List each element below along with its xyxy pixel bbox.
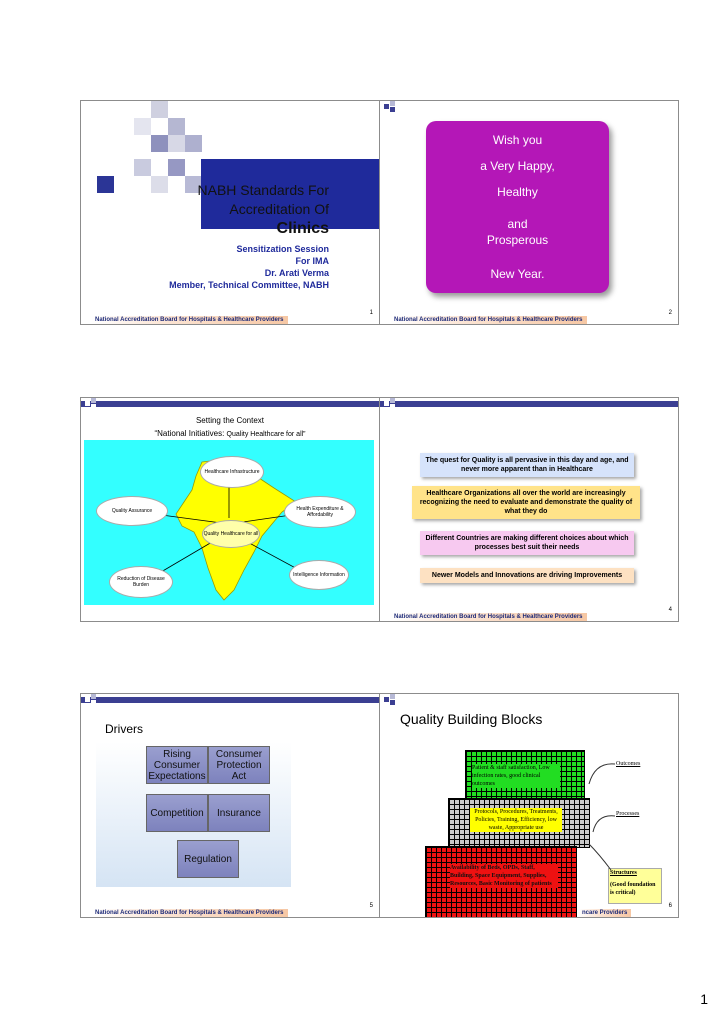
context-subtitle: “National Initiatives: Quality Healthcar…	[81, 429, 379, 438]
quality-statement-1: The quest for Quality is all pervasive i…	[420, 453, 634, 477]
structures-note-box	[608, 868, 662, 904]
title-band	[201, 159, 379, 229]
slide-footer-partial: ncare Providers	[578, 909, 632, 917]
slide-footer: National Accreditation Board for Hospita…	[390, 316, 587, 324]
slide-subtitle: Sensitization Session For IMA Dr. Arati …	[169, 243, 329, 291]
subtitle-line-4: Member, Technical Committee, NABH	[169, 280, 329, 290]
oval-intelligence-information: Intelligence Information	[289, 560, 349, 590]
slide-number: 1	[369, 310, 373, 316]
label-outcomes: Outcomes	[616, 761, 641, 767]
driver-consumer-protection: Consumer Protection Act	[208, 746, 270, 784]
label-structures: Structures	[610, 870, 637, 876]
drivers-panel: Rising Consumer Expectations Consumer Pr…	[96, 742, 291, 887]
slide-5: Drivers Rising Consumer Expectations Con…	[80, 693, 380, 918]
building-blocks-title: Quality Building Blocks	[400, 711, 543, 727]
greeting-line-6: New Year.	[490, 267, 545, 281]
slide-footer: National Accreditation Board for Hospita…	[91, 316, 288, 324]
greeting-line-2: a Very Happy,	[480, 159, 555, 173]
driver-competition: Competition	[146, 794, 208, 832]
driver-insurance: Insurance	[208, 794, 270, 832]
corner-squares-icon	[384, 694, 395, 705]
corner-squares-icon	[85, 694, 96, 705]
slide-number: 5	[369, 903, 373, 909]
slide-number: 2	[668, 310, 672, 316]
slide-footer: National Accreditation Board for Hospita…	[91, 909, 288, 917]
subtitle-line-3: Dr. Arati Verma	[264, 268, 329, 278]
title-line-1: NABH Standards For	[197, 182, 330, 198]
quality-statement-4: Newer Models and Innovations are driving…	[420, 568, 634, 583]
oval-healthcare-infrastructure: Healthcare Infrastructure	[200, 456, 264, 488]
slide-6: Quality Building Blocks Patient & staff …	[379, 693, 679, 918]
context-title: Setting the Context	[195, 416, 265, 425]
oval-health-expenditure: Health Expenditure & Affordability	[284, 496, 356, 528]
slide-1: NABH Standards For Accreditation Of Clin…	[80, 100, 380, 325]
greeting-card: Wish you a Very Happy, Healthy and Prosp…	[426, 121, 609, 293]
greeting-line-3: Healthy	[497, 185, 538, 199]
slide-4: The quest for Quality is all pervasive i…	[379, 397, 679, 622]
title-line-2: Accreditation Of	[229, 201, 329, 217]
oval-quality-assurance: Quality Assurance	[96, 496, 168, 526]
driver-rising-expectations: Rising Consumer Expectations	[146, 746, 208, 784]
greeting-line-5: Prosperous	[486, 233, 549, 247]
decorative-squares	[97, 101, 202, 193]
oval-center-quality-healthcare: Quality Healthcare for all	[202, 520, 260, 548]
label-processes: Processes	[616, 811, 640, 817]
corner-squares-icon	[384, 398, 395, 409]
greeting-line-4: and	[507, 217, 528, 231]
slide-2: Wish you a Very Happy, Healthy and Prosp…	[379, 100, 679, 325]
corner-squares-icon	[384, 101, 395, 112]
slide-top-bar	[81, 398, 379, 410]
slide-top-bar	[81, 694, 379, 706]
oval-reduction-disease-burden: Reduction of Disease Burden	[109, 566, 173, 598]
subtitle-main: “National Initiatives:	[154, 429, 225, 438]
slide-top-bar	[380, 101, 678, 113]
corner-squares-icon	[85, 398, 96, 409]
structures-note: (Good foundation is critical)	[610, 882, 656, 896]
driver-regulation: Regulation	[177, 840, 239, 878]
drivers-title: Drivers	[105, 722, 143, 736]
slide-top-bar	[380, 694, 678, 706]
subtitle-small: Quality Healthcare for all”	[226, 431, 306, 438]
initiatives-diagram: Healthcare Infrastructure Health Expendi…	[84, 440, 374, 605]
connector-arrows	[588, 763, 616, 871]
slide-3: Setting the Context “National Initiative…	[80, 397, 380, 622]
processes-text: Protocols, Procedures, Treatments, Polic…	[470, 808, 562, 832]
slide-top-bar	[380, 398, 678, 410]
page-number: 1	[700, 991, 708, 1007]
slide-number: 6	[668, 903, 672, 909]
title-line-3: Clinics	[276, 220, 329, 237]
slide-footer: National Accreditation Board for Hospita…	[390, 613, 587, 621]
quality-statement-3: Different Countries are making different…	[420, 531, 634, 555]
structures-text: Availability of Beds, OPDs, Staff, Build…	[450, 864, 558, 888]
quality-statement-2: Healthcare Organizations all over the wo…	[412, 486, 640, 519]
subtitle-line-2: For IMA	[295, 256, 330, 266]
greeting-line-1: Wish you	[492, 133, 543, 147]
subtitle-line-1: Sensitization Session	[236, 244, 329, 254]
slide-number: 4	[668, 607, 672, 613]
slide-title: NABH Standards For Accreditation Of Clin…	[198, 181, 330, 238]
outcomes-text: Patient & staff satisfaction, Low infect…	[472, 764, 560, 788]
